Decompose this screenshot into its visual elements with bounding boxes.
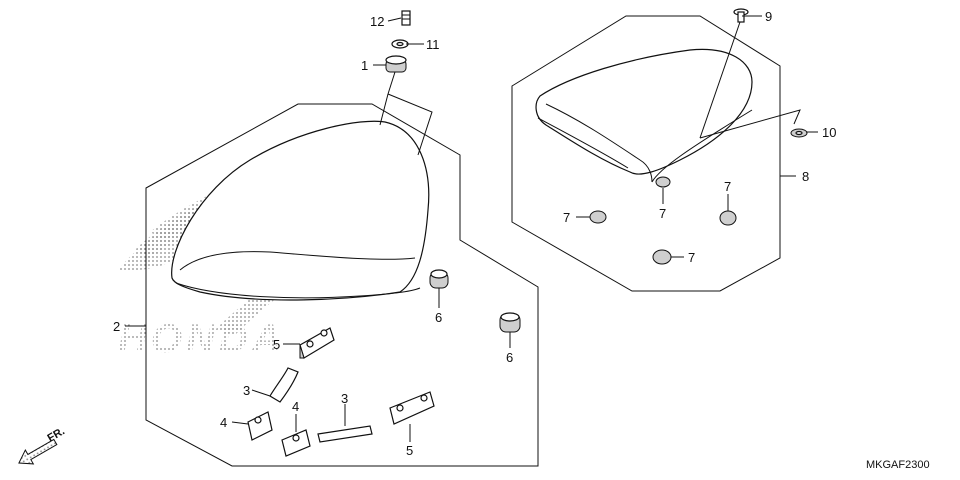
collar-11 (391, 39, 409, 49)
leader-lines (125, 15, 818, 442)
cushion-6-lower (499, 312, 521, 333)
damper-7-d (652, 249, 672, 265)
cushion-6-upper (429, 269, 449, 289)
callout-6-lower: 6 (506, 350, 513, 365)
diagram-code: MKGAF2300 (866, 459, 930, 471)
callout-5-lower: 5 (406, 443, 413, 458)
block-4-left (247, 411, 273, 441)
grommet-1 (385, 55, 407, 73)
honda-logo-text: HONDA (118, 317, 285, 361)
callout-3-lower: 3 (341, 391, 348, 406)
pad-3-upper (269, 367, 299, 403)
callout-4-right: 4 (292, 399, 299, 414)
callout-6-upper: 6 (435, 310, 442, 325)
bolt-12 (401, 10, 411, 26)
damper-7-c (719, 210, 737, 226)
damper-7-a (655, 176, 671, 188)
callout-12: 12 (370, 14, 384, 29)
callout-7-b: 7 (563, 210, 570, 225)
callout-9: 9 (765, 9, 772, 24)
callout-5-upper: 5 (273, 337, 280, 352)
damper-7-b (589, 210, 607, 224)
nut-10 (790, 128, 808, 138)
bolt-9 (733, 8, 749, 23)
front-seat (171, 120, 430, 301)
callout-1: 1 (361, 58, 368, 73)
front-seat-group-outline (145, 103, 539, 467)
callout-7-c: 7 (724, 179, 731, 194)
rear-seat-group-outline (511, 15, 781, 292)
pad-3-lower (317, 425, 373, 443)
callout-11: 11 (426, 37, 440, 52)
bracket-5-upper (299, 327, 335, 359)
front-direction-arrow (18, 438, 58, 465)
callout-2: 2 (113, 319, 120, 334)
callout-7-d: 7 (688, 250, 695, 265)
rear-seat (535, 48, 753, 183)
callout-7-a: 7 (659, 206, 666, 221)
callout-8: 8 (802, 169, 809, 184)
callout-4-left: 4 (220, 415, 227, 430)
block-4-right (281, 429, 311, 457)
bracket-5-lower (389, 391, 435, 425)
callout-10: 10 (822, 125, 836, 140)
front-direction-label: FR. (46, 425, 67, 444)
callout-3-upper: 3 (243, 383, 250, 398)
